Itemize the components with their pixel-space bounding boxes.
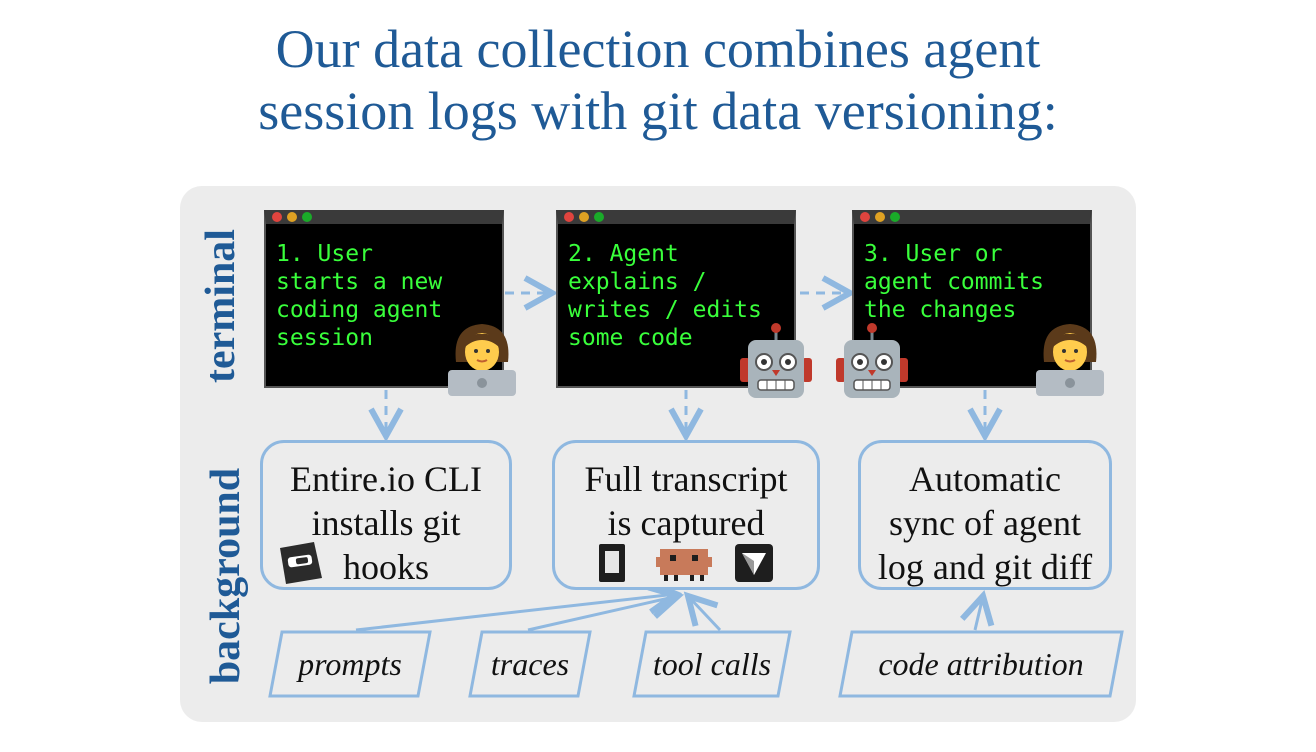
- close-dot-icon: [860, 212, 870, 222]
- terminal-2-text: 2. Agent explains / writes / edits some …: [568, 241, 762, 351]
- minimize-dot-icon: [579, 212, 589, 222]
- maximize-dot-icon: [302, 212, 312, 222]
- title-line-2: session logs with git data versioning:: [258, 81, 1058, 141]
- background-box-3-text: Automatic sync of agent log and git diff: [877, 459, 1093, 587]
- terminal-1-text: 1. User starts a new coding agent sessio…: [276, 241, 443, 351]
- maximize-dot-icon: [594, 212, 604, 222]
- cursor-logo-icon: [735, 544, 773, 582]
- parallelogram-shape: [468, 630, 592, 698]
- space-invader-icon: [656, 549, 712, 581]
- minimize-dot-icon: [287, 212, 297, 222]
- parallelogram-shape: [268, 630, 432, 698]
- entire-logo-icon: [280, 542, 322, 584]
- robot-icon: [836, 323, 908, 398]
- minimize-dot-icon: [875, 212, 885, 222]
- terminal-window-2: 2. Agent explains / writes / edits some …: [556, 210, 796, 388]
- background-box-git-hooks: Entire.io CLI installs git hooks: [260, 440, 512, 590]
- title-line-1: Our data collection combines agent: [275, 19, 1041, 79]
- input-tool-calls-label: tool calls: [652, 646, 772, 682]
- input-prompts-label: prompts: [298, 646, 402, 682]
- person-laptop-icon: [448, 324, 516, 396]
- background-box-auto-sync: Automatic sync of agent log and git diff: [858, 440, 1112, 590]
- input-prompts: prompts: [268, 630, 432, 698]
- input-traces: traces: [468, 630, 592, 698]
- input-code-attribution: code attribution: [838, 630, 1124, 698]
- robot-icon: [740, 323, 812, 398]
- input-traces-label: traces: [490, 646, 570, 682]
- close-dot-icon: [272, 212, 282, 222]
- maximize-dot-icon: [890, 212, 900, 222]
- person-laptop-icon: [1036, 324, 1104, 396]
- parallelogram-shape: [632, 630, 792, 698]
- arrow-tool-calls: [688, 596, 722, 632]
- background-box-1-text: Entire.io CLI installs git hooks: [290, 459, 482, 587]
- close-dot-icon: [564, 212, 574, 222]
- arrow-prompts: [355, 594, 676, 632]
- page-title: Our data collection combines agent sessi…: [0, 18, 1316, 142]
- arrow-traces: [527, 596, 678, 632]
- terminal-3-text: 3. User or agent commits the changes: [864, 241, 1045, 323]
- arrow-code-attribution: [975, 596, 983, 631]
- parallelogram-shape: [838, 630, 1124, 698]
- input-tool-calls: tool calls: [632, 630, 792, 698]
- background-box-2-text: Full transcript is captured: [584, 459, 788, 543]
- input-code-attribution-label: code attribution: [878, 646, 1084, 682]
- app-icon: [599, 544, 625, 582]
